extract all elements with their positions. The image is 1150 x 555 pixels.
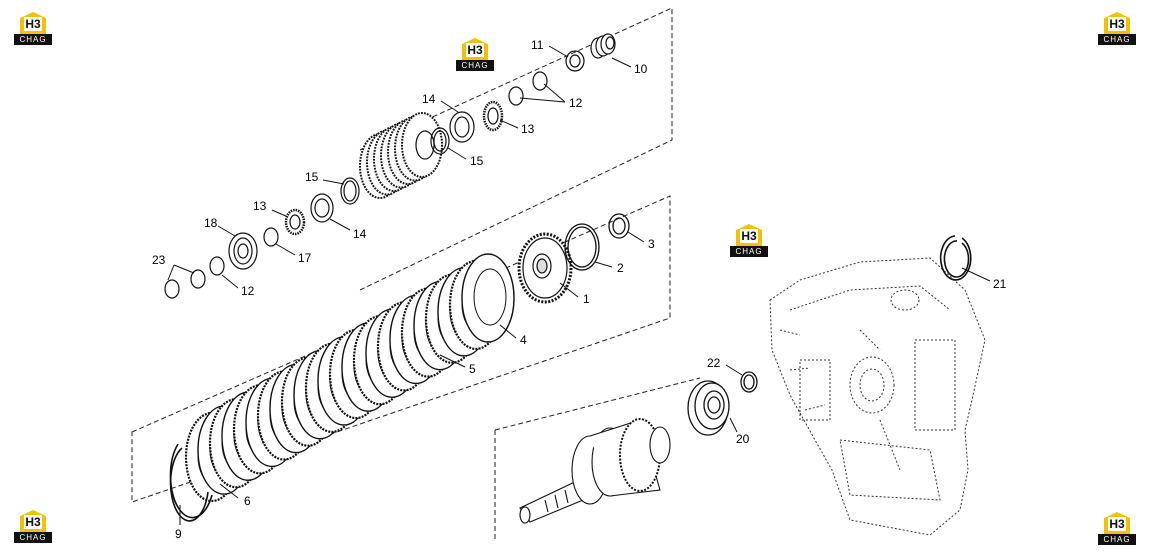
callout-18: 18	[204, 216, 218, 230]
callout-5: 5	[469, 362, 476, 376]
upper-shaft-parts	[430, 33, 616, 155]
callout-17: 17	[298, 251, 312, 265]
callout-13-left: 13	[253, 199, 267, 213]
callout-12-left: 12	[241, 284, 255, 298]
callout-15-upper: 15	[470, 154, 484, 168]
callout-12-upper: 12	[569, 96, 583, 110]
callout-9: 9	[175, 527, 182, 541]
callout-21: 21	[993, 277, 1007, 291]
callout-20: 20	[736, 432, 750, 446]
left-shaft-parts	[164, 177, 360, 299]
callout-14-upper: 14	[422, 92, 436, 106]
callout-10: 10	[634, 62, 648, 76]
callout-14-left: 14	[353, 227, 367, 241]
callout-15-left: 15	[305, 170, 319, 184]
upper-shaft-frame	[359, 7, 673, 291]
callout-22: 22	[707, 356, 721, 370]
ring-2	[564, 223, 600, 271]
output-shaft-frame	[494, 377, 701, 540]
callout-11: 11	[531, 38, 544, 52]
gear-1	[517, 232, 573, 304]
clutch-plate-bore	[473, 268, 507, 326]
clutch-drum-upper	[359, 112, 443, 199]
output-shaft-assembly	[519, 418, 671, 524]
callout-6: 6	[244, 494, 251, 508]
callout-3: 3	[648, 237, 655, 251]
callout-4: 4	[520, 333, 527, 347]
callout-13-upper: 13	[521, 122, 535, 136]
ring-3	[608, 213, 630, 239]
callout-labels: 1 2 3 4 5 6 9 10 11 12 12 13 13 14 14 15…	[152, 38, 1007, 541]
bearing-20	[687, 380, 730, 436]
ring-22	[740, 371, 758, 393]
transmission-housing	[769, 257, 986, 536]
clutch-plate-stack	[184, 253, 515, 503]
snap-ring-9	[169, 443, 213, 522]
snap-ring-21	[939, 235, 972, 281]
leader-lines	[167, 45, 991, 525]
callout-2: 2	[617, 261, 624, 275]
callout-23: 23	[152, 253, 166, 267]
callout-1: 1	[583, 292, 590, 306]
